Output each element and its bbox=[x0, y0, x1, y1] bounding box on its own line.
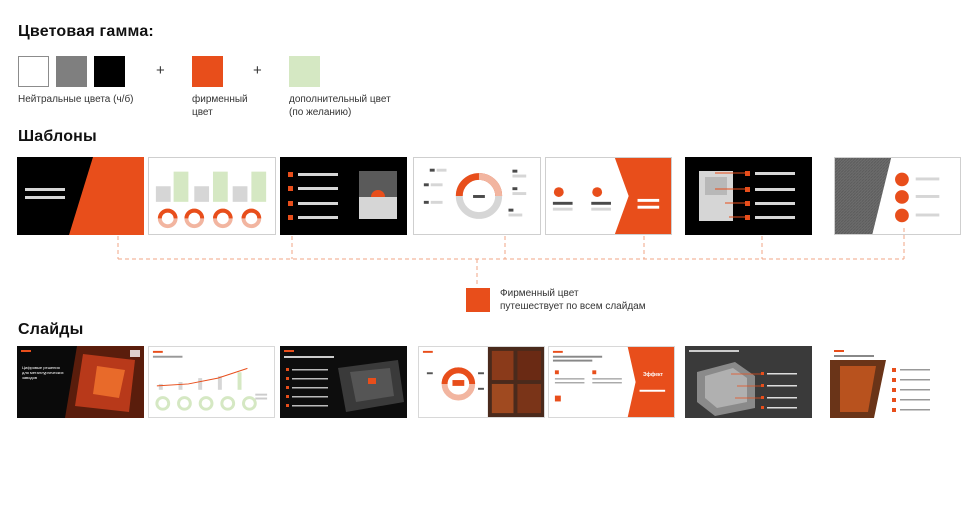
template-circles-gray bbox=[834, 157, 961, 235]
brand-caption-line: цвет bbox=[192, 107, 213, 118]
slides-heading: Слайды bbox=[18, 321, 84, 338]
templates-heading: Шаблоны bbox=[18, 128, 97, 145]
extra-caption-line: дополнительный цвет bbox=[289, 94, 391, 105]
slide-thumbnail-4[interactable] bbox=[418, 346, 545, 418]
template-arrow-orange bbox=[545, 157, 672, 235]
brand-orange-swatch bbox=[192, 56, 223, 87]
template-list-black bbox=[280, 157, 407, 235]
slide1-title: Цифровые решения для металлургических за… bbox=[22, 365, 64, 380]
template-diagram-black bbox=[685, 157, 812, 235]
slide-thumbnail-7[interactable] bbox=[830, 346, 957, 418]
extra-caption-line: (по желанию) bbox=[289, 107, 352, 118]
brand-color-legend-swatch bbox=[466, 288, 490, 312]
white-swatch bbox=[18, 56, 49, 87]
neutral-colors-caption: Нейтральные цвета (ч/б) bbox=[18, 94, 134, 105]
template-donut bbox=[413, 157, 541, 235]
slide-thumbnail-3[interactable] bbox=[280, 346, 407, 418]
slide5-effect-label: Эффект bbox=[643, 372, 663, 378]
template-diagonal-orange bbox=[17, 157, 144, 235]
slide-thumbnail-1[interactable]: Цифровые решения для металлургических за… bbox=[17, 346, 144, 418]
slide-thumbnail-2[interactable] bbox=[148, 346, 275, 418]
legend-line: путешествует по всем слайдам bbox=[500, 301, 646, 312]
slide1-title-line: Цифровые решения bbox=[22, 365, 60, 370]
slide-thumbnail-5[interactable]: Эффект bbox=[548, 346, 675, 418]
palette-heading: Цветовая гамма: bbox=[18, 23, 154, 40]
slide1-title-line: заводов bbox=[22, 375, 37, 380]
plus-sign: + bbox=[156, 62, 165, 79]
plus-sign: + bbox=[253, 62, 262, 79]
slide-thumbnail-6[interactable] bbox=[685, 346, 812, 418]
extra-color-caption: дополнительный цвет (по желанию) bbox=[289, 93, 391, 119]
brand-color-caption: фирменный цвет bbox=[192, 93, 248, 119]
gray-swatch bbox=[56, 56, 87, 87]
brand-color-legend: Фирменный цвет путешествует по всем слай… bbox=[500, 287, 646, 313]
legend-line: Фирменный цвет bbox=[500, 288, 579, 299]
brand-caption-line: фирменный bbox=[192, 94, 248, 105]
slide1-title-line: для металлургических bbox=[22, 370, 64, 375]
template-bar-chart bbox=[148, 157, 276, 235]
light-green-swatch bbox=[289, 56, 320, 87]
black-swatch bbox=[94, 56, 125, 87]
